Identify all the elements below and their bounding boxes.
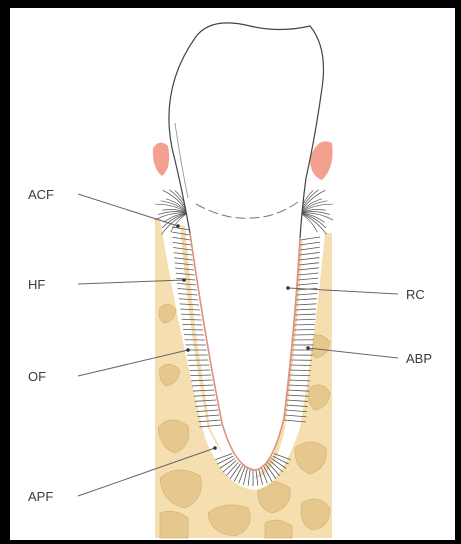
- label-of: OF: [28, 369, 46, 384]
- tooth-periodontium-diagram: ACF HF OF APF RC ABP: [10, 8, 455, 540]
- label-abp: ABP: [406, 351, 432, 366]
- dot-hf: [182, 278, 186, 282]
- pdl-fiber-left: [190, 370, 211, 371]
- label-apf: APF: [28, 489, 53, 504]
- label-rc: RC: [406, 287, 425, 302]
- gingival-fibers-right: [300, 190, 333, 235]
- gingiva-left: [153, 142, 169, 176]
- dot-acf: [176, 224, 180, 228]
- dot-apf: [213, 446, 217, 450]
- diagram-panel: ACF HF OF APF RC ABP: [10, 8, 455, 540]
- dot-rc: [286, 286, 290, 290]
- label-acf: ACF: [28, 187, 54, 202]
- dot-abp: [306, 346, 310, 350]
- gingiva-right: [310, 141, 333, 180]
- dot-of: [186, 348, 190, 352]
- pdl-fiber-right: [294, 330, 315, 331]
- label-hf: HF: [28, 277, 45, 292]
